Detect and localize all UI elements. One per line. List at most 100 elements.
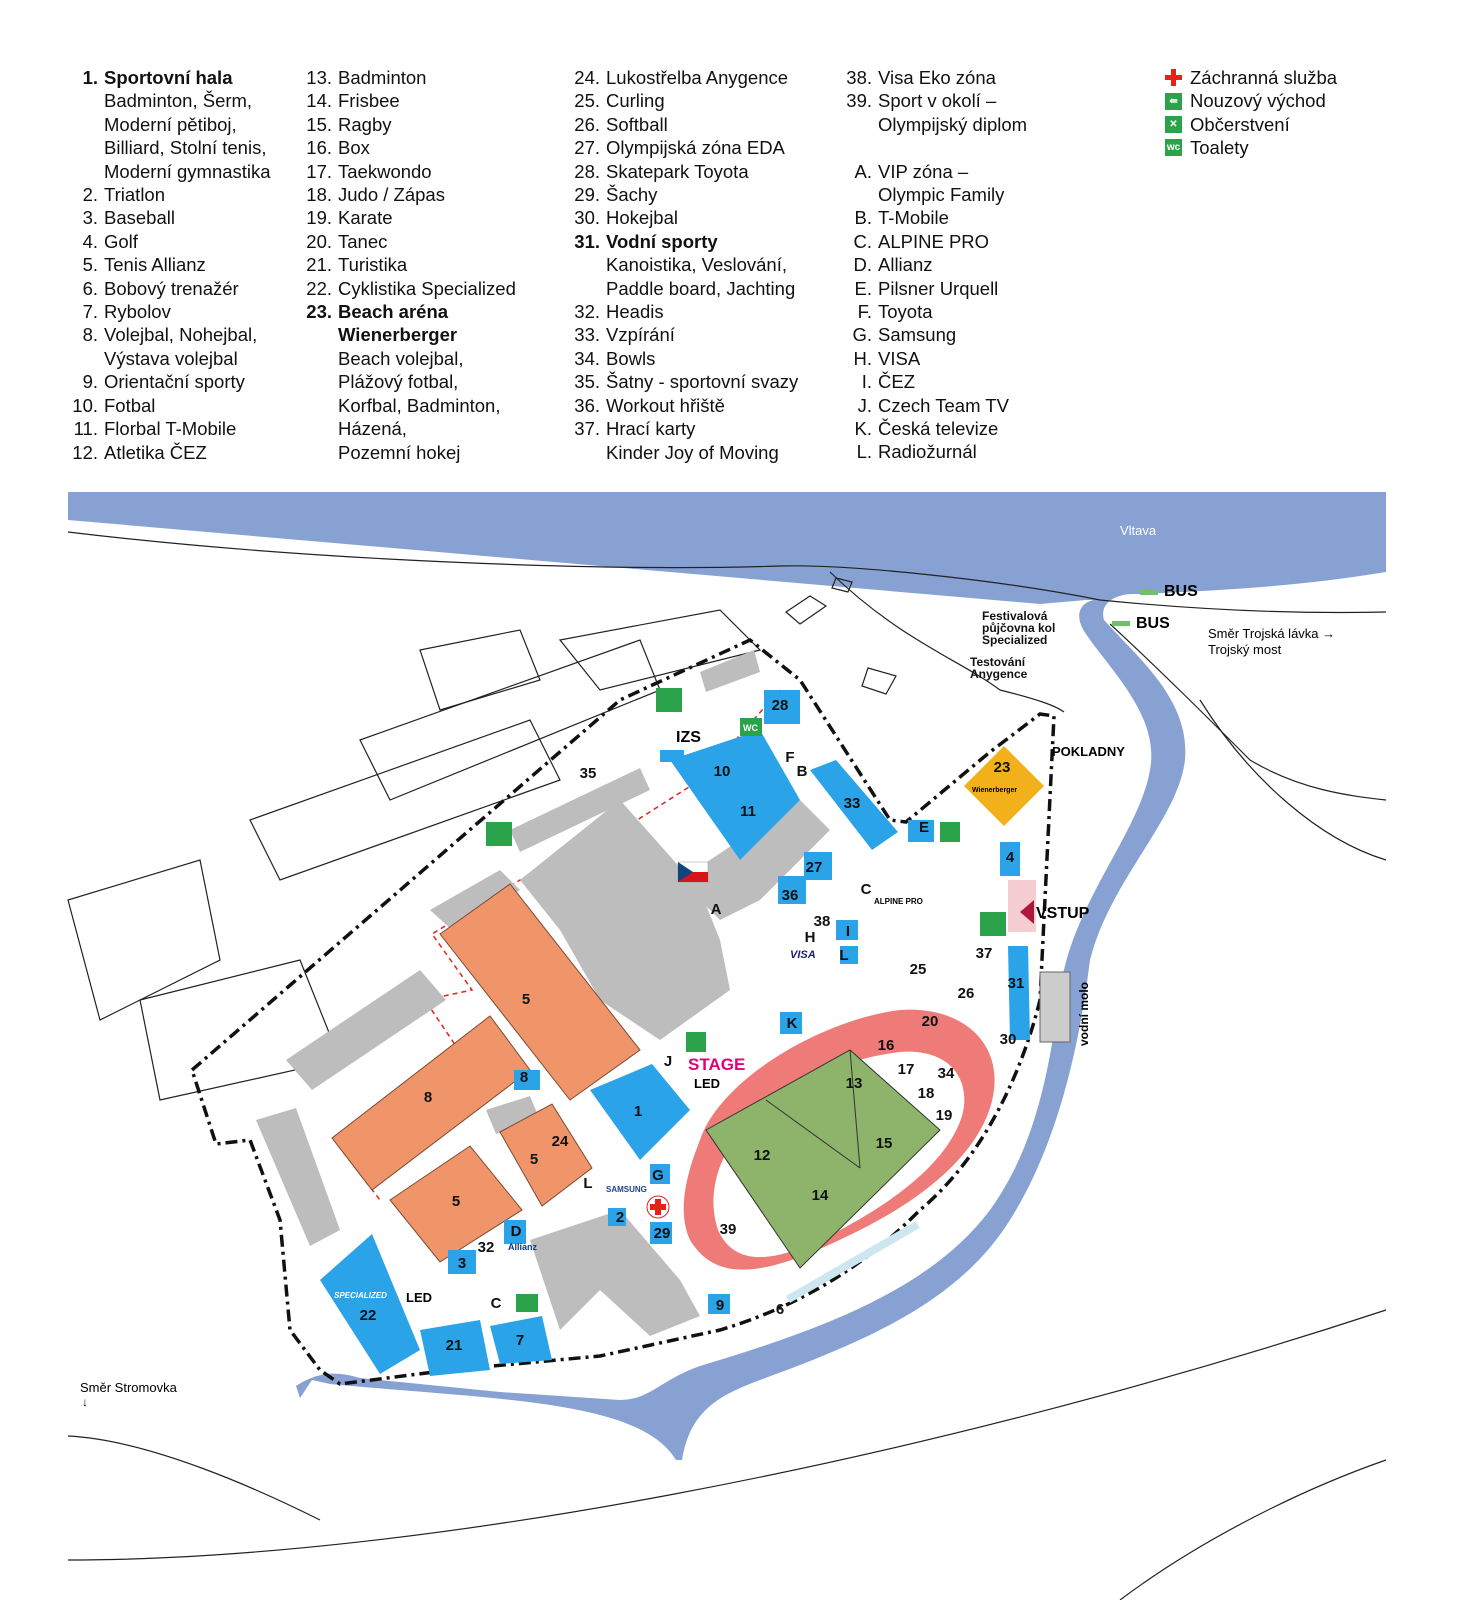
- legend-item: 36. Workout hřiště: [568, 394, 798, 417]
- legend-item-label: Hokejbal: [606, 207, 678, 229]
- label-24: 24: [552, 1133, 569, 1150]
- legend-item-label: Plážový fotbal,: [338, 371, 459, 393]
- legend-item-number: 38.: [846, 67, 872, 88]
- label-31: 31: [1008, 975, 1025, 992]
- legend-item-label: Rybolov: [104, 301, 171, 323]
- legend-item-label: Korfbal, Badminton,: [338, 394, 501, 416]
- legend-item: 37.Hrací karty: [568, 417, 798, 440]
- legend-item: 33.Vzpírání: [568, 323, 798, 346]
- legend-item-number: I.: [861, 371, 872, 393]
- legend-item: 10.Fotbal: [50, 394, 271, 417]
- legend-item-number: 17.: [306, 160, 332, 182]
- exit-icon: ⇚: [1165, 92, 1182, 110]
- legend-item: 28.Skatepark Toyota: [568, 160, 798, 183]
- legend-item: C.ALPINE PRO: [840, 230, 1027, 253]
- legend-item: 26.Softball: [568, 113, 798, 136]
- legend-item: 5.Tenis Allianz: [50, 253, 271, 276]
- legend-item: H.VISA: [840, 347, 1027, 370]
- legend-item-label: VIP zóna –: [878, 160, 969, 182]
- legend-item: 0.Pozemní hokej: [300, 441, 516, 464]
- legend-item-label: Moderní gymnastika: [104, 160, 271, 182]
- legend-item-label: Moderní pětiboj,: [104, 113, 237, 135]
- legend-item-number: 13.: [306, 67, 332, 88]
- bus-label-1: BUS: [1164, 583, 1198, 600]
- symbol-legend-label: Toalety: [1190, 137, 1249, 159]
- legend-item-number: 26.: [574, 113, 600, 135]
- entrance-label: VSTUP: [1036, 905, 1090, 922]
- green-symbols: [486, 688, 1006, 1312]
- symbol-legend-label: Záchranná služba: [1190, 67, 1338, 88]
- label-4: 4: [1006, 849, 1015, 866]
- legend-item-label: Beach aréna: [338, 301, 449, 323]
- legend-item-label: Olympijská zóna EDA: [606, 137, 785, 159]
- legend-item-number: 33.: [574, 324, 600, 346]
- label-20: 20: [922, 1013, 939, 1030]
- legend-item-label: Beach volejbal,: [338, 347, 464, 369]
- legend-item-label: Česká televize: [878, 418, 999, 440]
- legend-item: F.Toyota: [840, 300, 1027, 323]
- legend-item-label: Házená,: [338, 418, 407, 440]
- legend-item: I.ČEZ: [840, 370, 1027, 393]
- water-pier: [1039, 971, 1071, 1043]
- legend-item-label: Paddle board, Jachting: [606, 277, 796, 299]
- legend-item: 17.Taekwondo: [300, 160, 516, 183]
- legend-item: 0.Házená,: [300, 417, 516, 440]
- legend-item: 0.Wienerberger: [300, 323, 516, 346]
- legend-item-label: Šachy: [606, 184, 658, 206]
- label-5b: 5: [530, 1151, 538, 1168]
- legend-item-label: Samsung: [878, 324, 957, 346]
- legend-item: 18.Judo / Zápas: [300, 183, 516, 206]
- road-outlines: [67, 531, 1387, 1600]
- wienerberger-logo: Wienerberger: [972, 787, 1017, 794]
- legend-item-label: Lukostřelba Anygence: [606, 67, 789, 88]
- czech-flag-icon: [677, 861, 709, 883]
- label-6: 6: [776, 1301, 784, 1318]
- legend-item: 27.Olympijská zóna EDA: [568, 136, 798, 159]
- legend-item-number: 11.: [73, 418, 98, 440]
- label-17: 17: [898, 1061, 915, 1078]
- legend-item-number: 2.: [82, 184, 98, 206]
- samsung-logo: SAMSUNG: [606, 1185, 647, 1194]
- legend-item: 2.Triatlon: [50, 183, 271, 206]
- legend-item: 0.Korfbal, Badminton,: [300, 394, 516, 417]
- legend-item: 0.Moderní gymnastika: [50, 160, 271, 183]
- label-5a: 5: [522, 991, 530, 1008]
- legend-item-number: 24.: [574, 67, 600, 88]
- label-15: 15: [876, 1135, 893, 1152]
- legend-item-label: Workout hřiště: [606, 394, 725, 416]
- legend-item-label: T-Mobile: [878, 207, 949, 229]
- legend-item: 20.Tanec: [300, 230, 516, 253]
- legend-item: 1.Sportovní hala: [50, 66, 271, 89]
- legend-item: 23.Beach aréna: [300, 300, 516, 323]
- label-29: 29: [654, 1225, 671, 1242]
- legend-item-label: Baseball: [104, 207, 175, 229]
- legend-item-number: 16.: [306, 137, 332, 159]
- legend-item: 19.Karate: [300, 206, 516, 229]
- label-2: 2: [616, 1209, 624, 1226]
- testing-line1: Testování: [970, 655, 1026, 669]
- legend-item-label: Cyklistika Specialized: [338, 277, 516, 299]
- allianz-logo: Allianz: [508, 1242, 538, 1252]
- bus-label-2: BUS: [1136, 615, 1170, 632]
- legend-item: 13.Badminton: [300, 66, 516, 89]
- legend-item-number: G.: [852, 324, 872, 346]
- legend-item: A.VIP zóna –: [840, 160, 1027, 183]
- legend-item-number: 1.: [82, 67, 98, 88]
- legend-item-label: Curling: [606, 90, 665, 112]
- legend-item-label: Turistika: [338, 254, 408, 276]
- legend-item-label: Billiard, Stolní tenis,: [104, 137, 267, 159]
- label-C2: C: [491, 1295, 502, 1312]
- led-label-1: LED: [694, 1076, 720, 1091]
- label-F: F: [785, 749, 794, 766]
- legend-item: 0.Kinder Joy of Moving: [568, 441, 798, 464]
- label-16: 16: [878, 1037, 895, 1054]
- alpine-logo: ALPINE PRO: [874, 897, 923, 906]
- specialized-logo: SPECIALIZED: [334, 1291, 387, 1300]
- label-A: A: [711, 901, 722, 918]
- label-33: 33: [844, 795, 861, 812]
- legend-item-number: 36.: [574, 394, 600, 416]
- legend-item-label: Badminton, Šerm,: [104, 90, 253, 112]
- legend-item-label: Orientační sporty: [104, 371, 245, 393]
- symbol-legend-item: ✕Občerstvení: [1165, 113, 1337, 136]
